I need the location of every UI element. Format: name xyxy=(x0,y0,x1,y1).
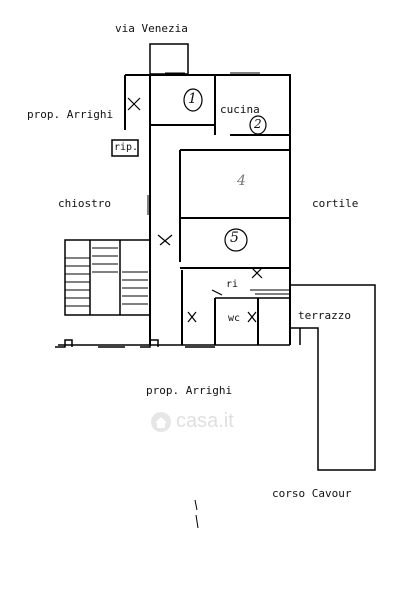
door-swings xyxy=(127,97,263,323)
watermark-text: casa.it xyxy=(176,410,234,432)
window-marks xyxy=(147,72,291,258)
boundary-fragments xyxy=(55,339,215,348)
room-number-4: 4 xyxy=(237,173,246,189)
entrance-block xyxy=(149,43,189,75)
terrazzo-outline xyxy=(290,284,376,471)
room-number-2: 2 xyxy=(254,117,262,131)
watermark: casa.it xyxy=(150,410,234,433)
street-label-corso-cavour: corso Cavour xyxy=(272,487,352,500)
room-label-wc: wc xyxy=(228,313,241,324)
area-label-terrazzo: terrazzo xyxy=(298,309,351,322)
area-label-cortile: cortile xyxy=(312,197,359,210)
neighbour-label-top: prop. Arrighi xyxy=(27,108,114,121)
room-label-rip-bottom: ri xyxy=(226,279,239,290)
rip-stairs xyxy=(250,289,290,299)
room-number-1: 1 xyxy=(188,91,197,107)
room-number-circles xyxy=(183,88,267,252)
neighbour-label-bottom: prop. Arrighi xyxy=(146,384,233,397)
pen-mark xyxy=(194,499,199,529)
house-icon xyxy=(151,411,171,432)
area-label-chiostro: chiostro xyxy=(58,197,111,210)
room-number-5: 5 xyxy=(230,230,239,246)
room-label-cucina: cucina xyxy=(220,103,260,116)
staircase-block xyxy=(64,239,151,316)
rip-closet xyxy=(111,139,139,157)
street-label-via-venezia: via Venezia xyxy=(115,22,188,35)
room-label-rip-top: rip. xyxy=(114,142,139,153)
